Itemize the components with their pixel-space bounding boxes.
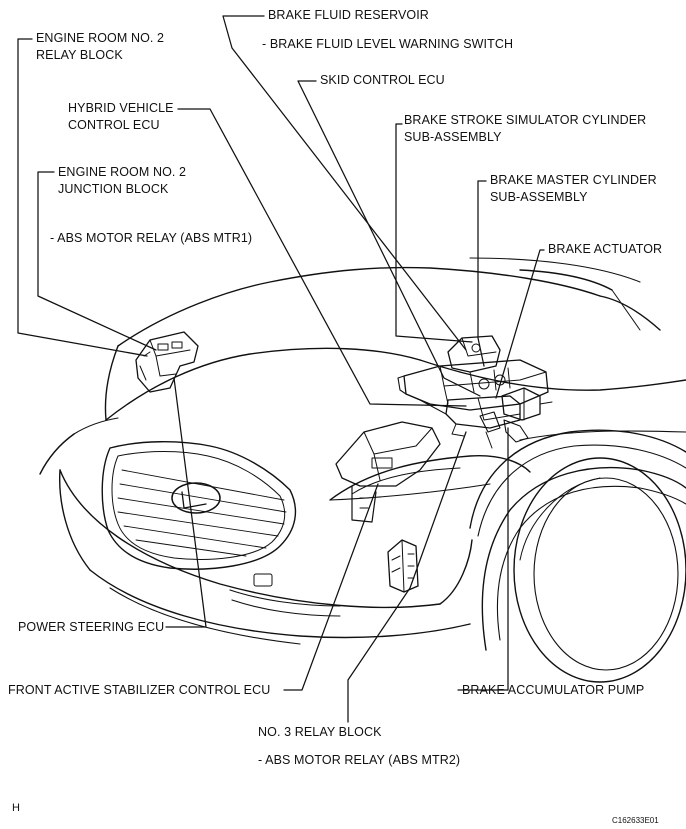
label-brake-fluid-level-switch: - BRAKE FLUID LEVEL WARNING SWITCH bbox=[262, 37, 514, 51]
car-body bbox=[39, 257, 686, 683]
label-brake-stroke-simulator-line1: BRAKE STROKE SIMULATOR CYLINDER bbox=[404, 113, 647, 127]
leader-lines bbox=[17, 15, 545, 723]
label-brake-actuator: BRAKE ACTUATOR bbox=[548, 242, 663, 256]
component-hybrid-ecu-junction bbox=[335, 421, 441, 523]
label-brake-stroke-simulator: BRAKE STROKE SIMULATOR CYLINDER SUB-ASSE… bbox=[404, 112, 646, 146]
component-brake-actuator-assembly bbox=[397, 335, 553, 449]
label-power-steering-ecu: POWER STEERING ECU bbox=[18, 620, 165, 634]
label-abs-motor-relay-2: - ABS MOTOR RELAY (ABS MTR2) bbox=[258, 753, 461, 767]
label-hybrid-vehicle-ecu: HYBRID VEHICLE CONTROL ECU bbox=[68, 100, 174, 134]
label-brake-fluid-reservoir: BRAKE FLUID RESERVOIR bbox=[268, 8, 429, 22]
label-brake-master-cylinder-line1: BRAKE MASTER CYLINDER bbox=[490, 173, 657, 187]
label-front-active-stabilizer-ecu: FRONT ACTIVE STABILIZER CONTROL ECU bbox=[8, 683, 271, 697]
label-no3-relay-block: NO. 3 RELAY BLOCK bbox=[258, 725, 382, 739]
label-brake-master-cylinder: BRAKE MASTER CYLINDER SUB-ASSEMBLY bbox=[490, 172, 657, 206]
label-brake-accumulator-pump: BRAKE ACCUMULATOR PUMP bbox=[462, 683, 645, 697]
label-engine-room-junction-block-line2: JUNCTION BLOCK bbox=[58, 182, 169, 196]
label-engine-room-junction-block: ENGINE ROOM NO. 2 JUNCTION BLOCK bbox=[58, 164, 186, 198]
label-abs-motor-relay-1: - ABS MOTOR RELAY (ABS MTR1) bbox=[50, 231, 253, 245]
label-hybrid-vehicle-ecu-line1: HYBRID VEHICLE bbox=[68, 101, 174, 115]
figure-code: C162633E01 bbox=[612, 816, 659, 825]
label-engine-room-junction-block-line1: ENGINE ROOM NO. 2 bbox=[58, 165, 187, 179]
component-no3-relay-block bbox=[387, 539, 419, 593]
label-skid-control-ecu: SKID CONTROL ECU bbox=[320, 73, 445, 87]
component-relay-block bbox=[135, 331, 199, 393]
view-letter: H bbox=[12, 802, 21, 814]
label-brake-master-cylinder-line2: SUB-ASSEMBLY bbox=[490, 190, 588, 204]
label-engine-room-relay-block: ENGINE ROOM NO. 2 RELAY BLOCK bbox=[36, 30, 164, 64]
label-engine-room-relay-block-line2: RELAY BLOCK bbox=[36, 48, 123, 62]
label-engine-room-relay-block-line1: ENGINE ROOM NO. 2 bbox=[36, 31, 165, 45]
label-brake-stroke-simulator-line2: SUB-ASSEMBLY bbox=[404, 130, 502, 144]
label-hybrid-vehicle-ecu-line2: CONTROL ECU bbox=[68, 118, 160, 132]
